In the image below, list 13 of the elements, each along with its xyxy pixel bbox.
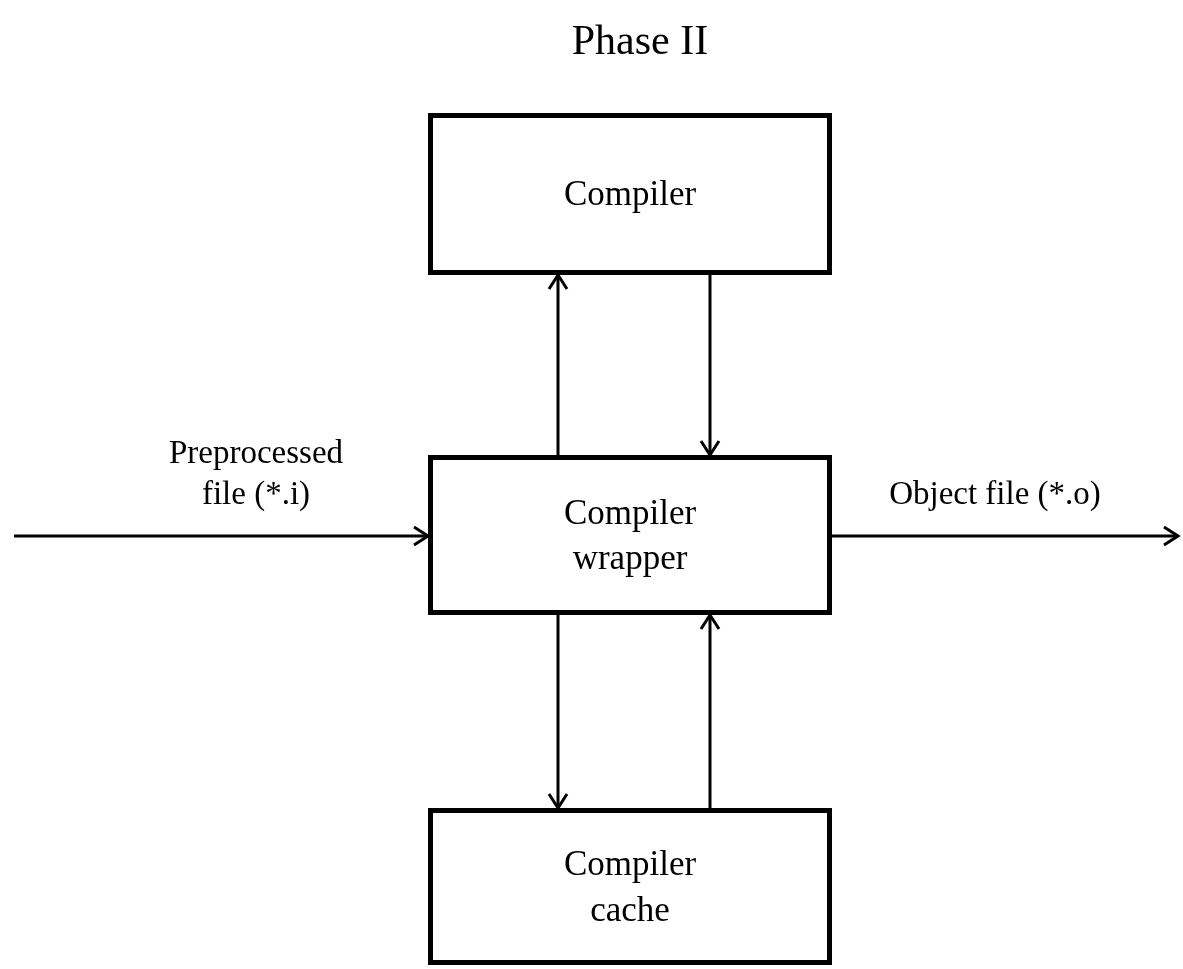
arrow: [547, 615, 569, 810]
box-label: Compiler: [562, 173, 698, 216]
process-box: [428, 808, 832, 965]
arrow: [832, 525, 1180, 547]
box-label: Compiler cache: [562, 843, 698, 931]
arrow: [699, 613, 721, 808]
arrow: [547, 273, 569, 455]
diagram-title: Phase II: [570, 16, 710, 65]
process-box: [428, 113, 832, 275]
box-label: Compiler wrapper: [562, 491, 698, 579]
process-box: [428, 455, 832, 615]
arrow: [14, 525, 430, 547]
arrow: [699, 275, 721, 457]
